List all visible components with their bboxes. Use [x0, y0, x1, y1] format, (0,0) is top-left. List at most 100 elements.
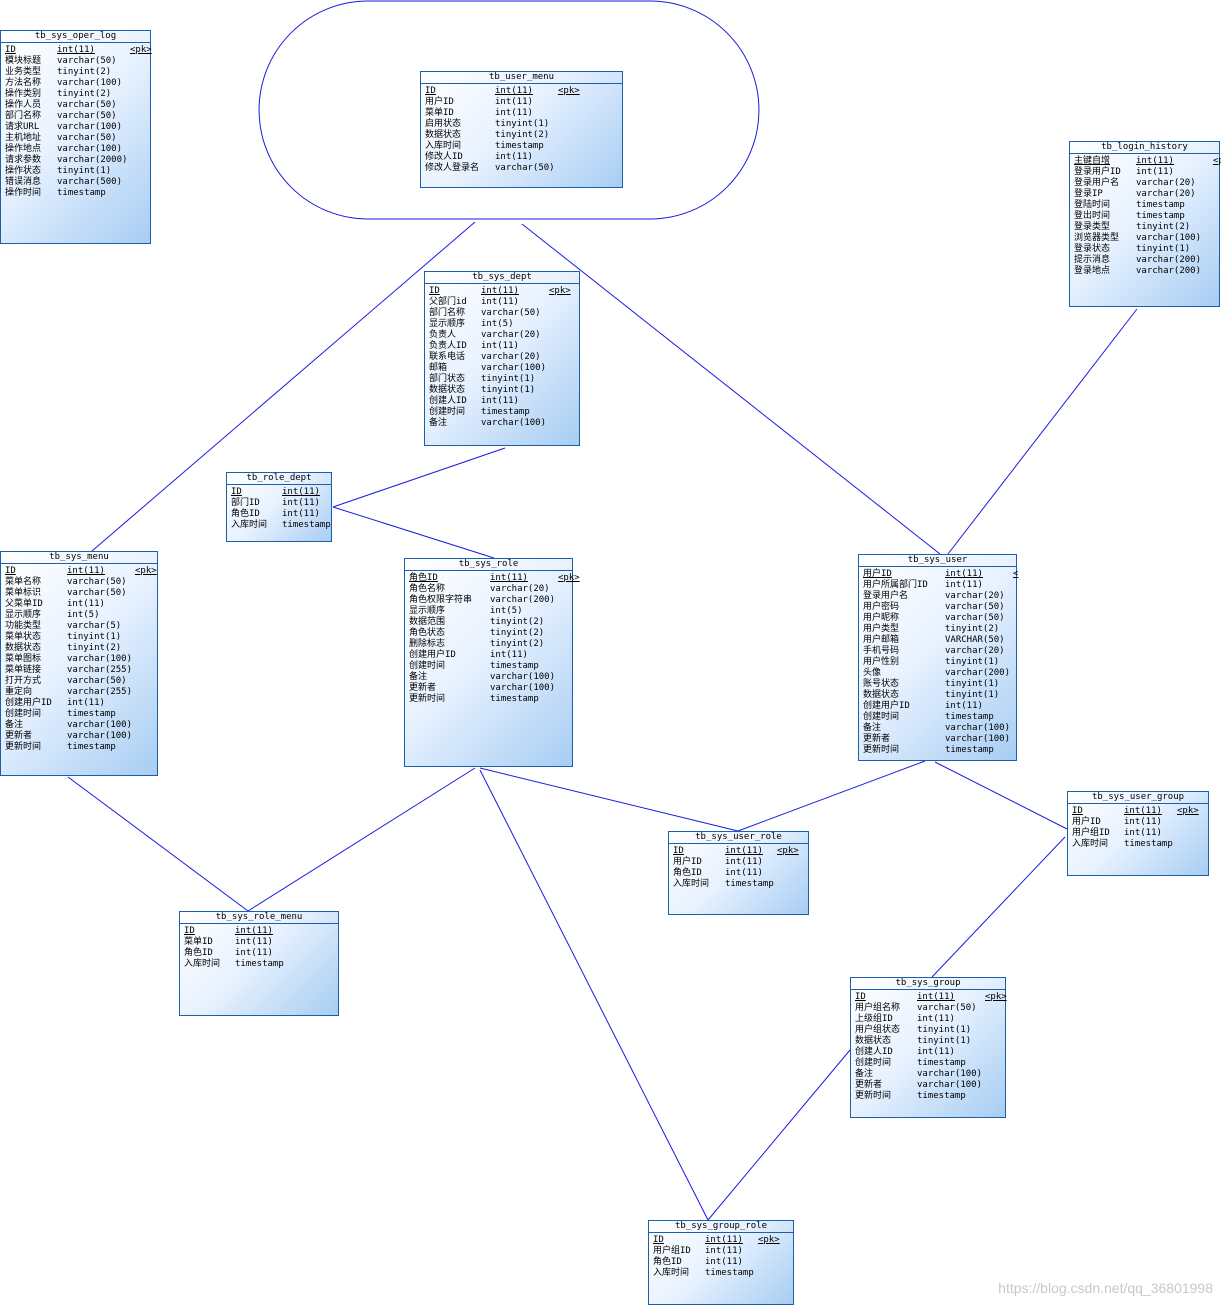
- column-name: 错误消息: [5, 177, 42, 187]
- column-name: 登录地点: [1074, 266, 1111, 276]
- column-name: 数据状态: [429, 385, 466, 395]
- primary-key-marker: <pk>: [558, 573, 580, 583]
- column-type: varchar(100): [490, 683, 556, 693]
- column-name: 用户性别: [863, 657, 900, 667]
- column-type: varchar(100): [67, 654, 133, 664]
- column-name: 更新者: [409, 683, 437, 693]
- column-type: tinyint(1): [495, 119, 550, 129]
- relation-role_dept-role: [332, 506, 495, 559]
- column-type: varchar(100): [945, 723, 1011, 733]
- column-type: varchar(100): [67, 731, 133, 741]
- column-type: varchar(500): [57, 177, 123, 187]
- column-name: 入库时间: [184, 959, 221, 969]
- column-name: 登录用户ID: [1074, 167, 1121, 177]
- column-type: int(11): [495, 97, 533, 107]
- column-name: 主机地址: [5, 133, 42, 143]
- relation-user-user_group: [934, 761, 1068, 830]
- column-type: varchar(50): [945, 613, 1005, 623]
- column-name: 上级组ID: [855, 1014, 893, 1024]
- primary-key-marker: <: [1013, 569, 1019, 579]
- column-type: int(11): [705, 1257, 743, 1267]
- column-name: 入库时间: [231, 520, 268, 530]
- column-type: varchar(20): [945, 646, 1005, 656]
- column-type: int(11): [282, 509, 320, 519]
- column-type: int(11): [495, 152, 533, 162]
- column-name: 修改人ID: [425, 152, 463, 162]
- table-title: tb_sys_group: [851, 978, 1005, 990]
- column-type: int(11): [235, 948, 273, 958]
- column-type: timestamp: [945, 745, 994, 755]
- column-type: tinyint(2): [490, 639, 545, 649]
- column-type: varchar(50): [57, 111, 117, 121]
- column-type: tinyint(1): [481, 385, 536, 395]
- column-type: int(11): [1136, 167, 1174, 177]
- column-name: 创建时间: [409, 661, 446, 671]
- column-type: int(5): [490, 606, 523, 616]
- column-name: ID: [184, 926, 195, 936]
- column-name: 启用状态: [425, 119, 462, 129]
- column-type: int(5): [481, 319, 514, 329]
- column-type: timestamp: [67, 742, 116, 752]
- column-name: 请求URL: [5, 122, 40, 132]
- column-type: varchar(20): [1136, 189, 1196, 199]
- column-type: varchar(50): [57, 100, 117, 110]
- column-name: 重定向: [5, 687, 33, 697]
- column-type: varchar(20): [481, 352, 541, 362]
- primary-key-marker: <pk>: [558, 86, 580, 96]
- relation-user_group-group: [931, 836, 1066, 978]
- column-type: varchar(50): [945, 602, 1005, 612]
- column-name: 菜单图标: [5, 654, 42, 664]
- table-login_history[interactable]: tb_login_history主键自增int(11)<pk>登录用户IDint…: [1069, 141, 1221, 307]
- column-name: ID: [673, 846, 684, 856]
- column-type: varchar(20): [481, 330, 541, 340]
- column-name: 用户组ID: [1072, 828, 1110, 838]
- column-name: 删除标志: [409, 639, 446, 649]
- relation-menu-role_menu: [67, 776, 249, 912]
- column-name: 备注: [855, 1069, 874, 1079]
- column-name: 登录状态: [1074, 244, 1111, 254]
- table-title: tb_role_dept: [227, 473, 331, 485]
- watermark: https://blog.csdn.net/qq_36801998: [998, 1280, 1213, 1296]
- column-type: int(11): [725, 857, 763, 867]
- column-name: 联系电话: [429, 352, 466, 362]
- table-title: tb_sys_user: [859, 555, 1016, 567]
- column-type: tinyint(2): [57, 89, 112, 99]
